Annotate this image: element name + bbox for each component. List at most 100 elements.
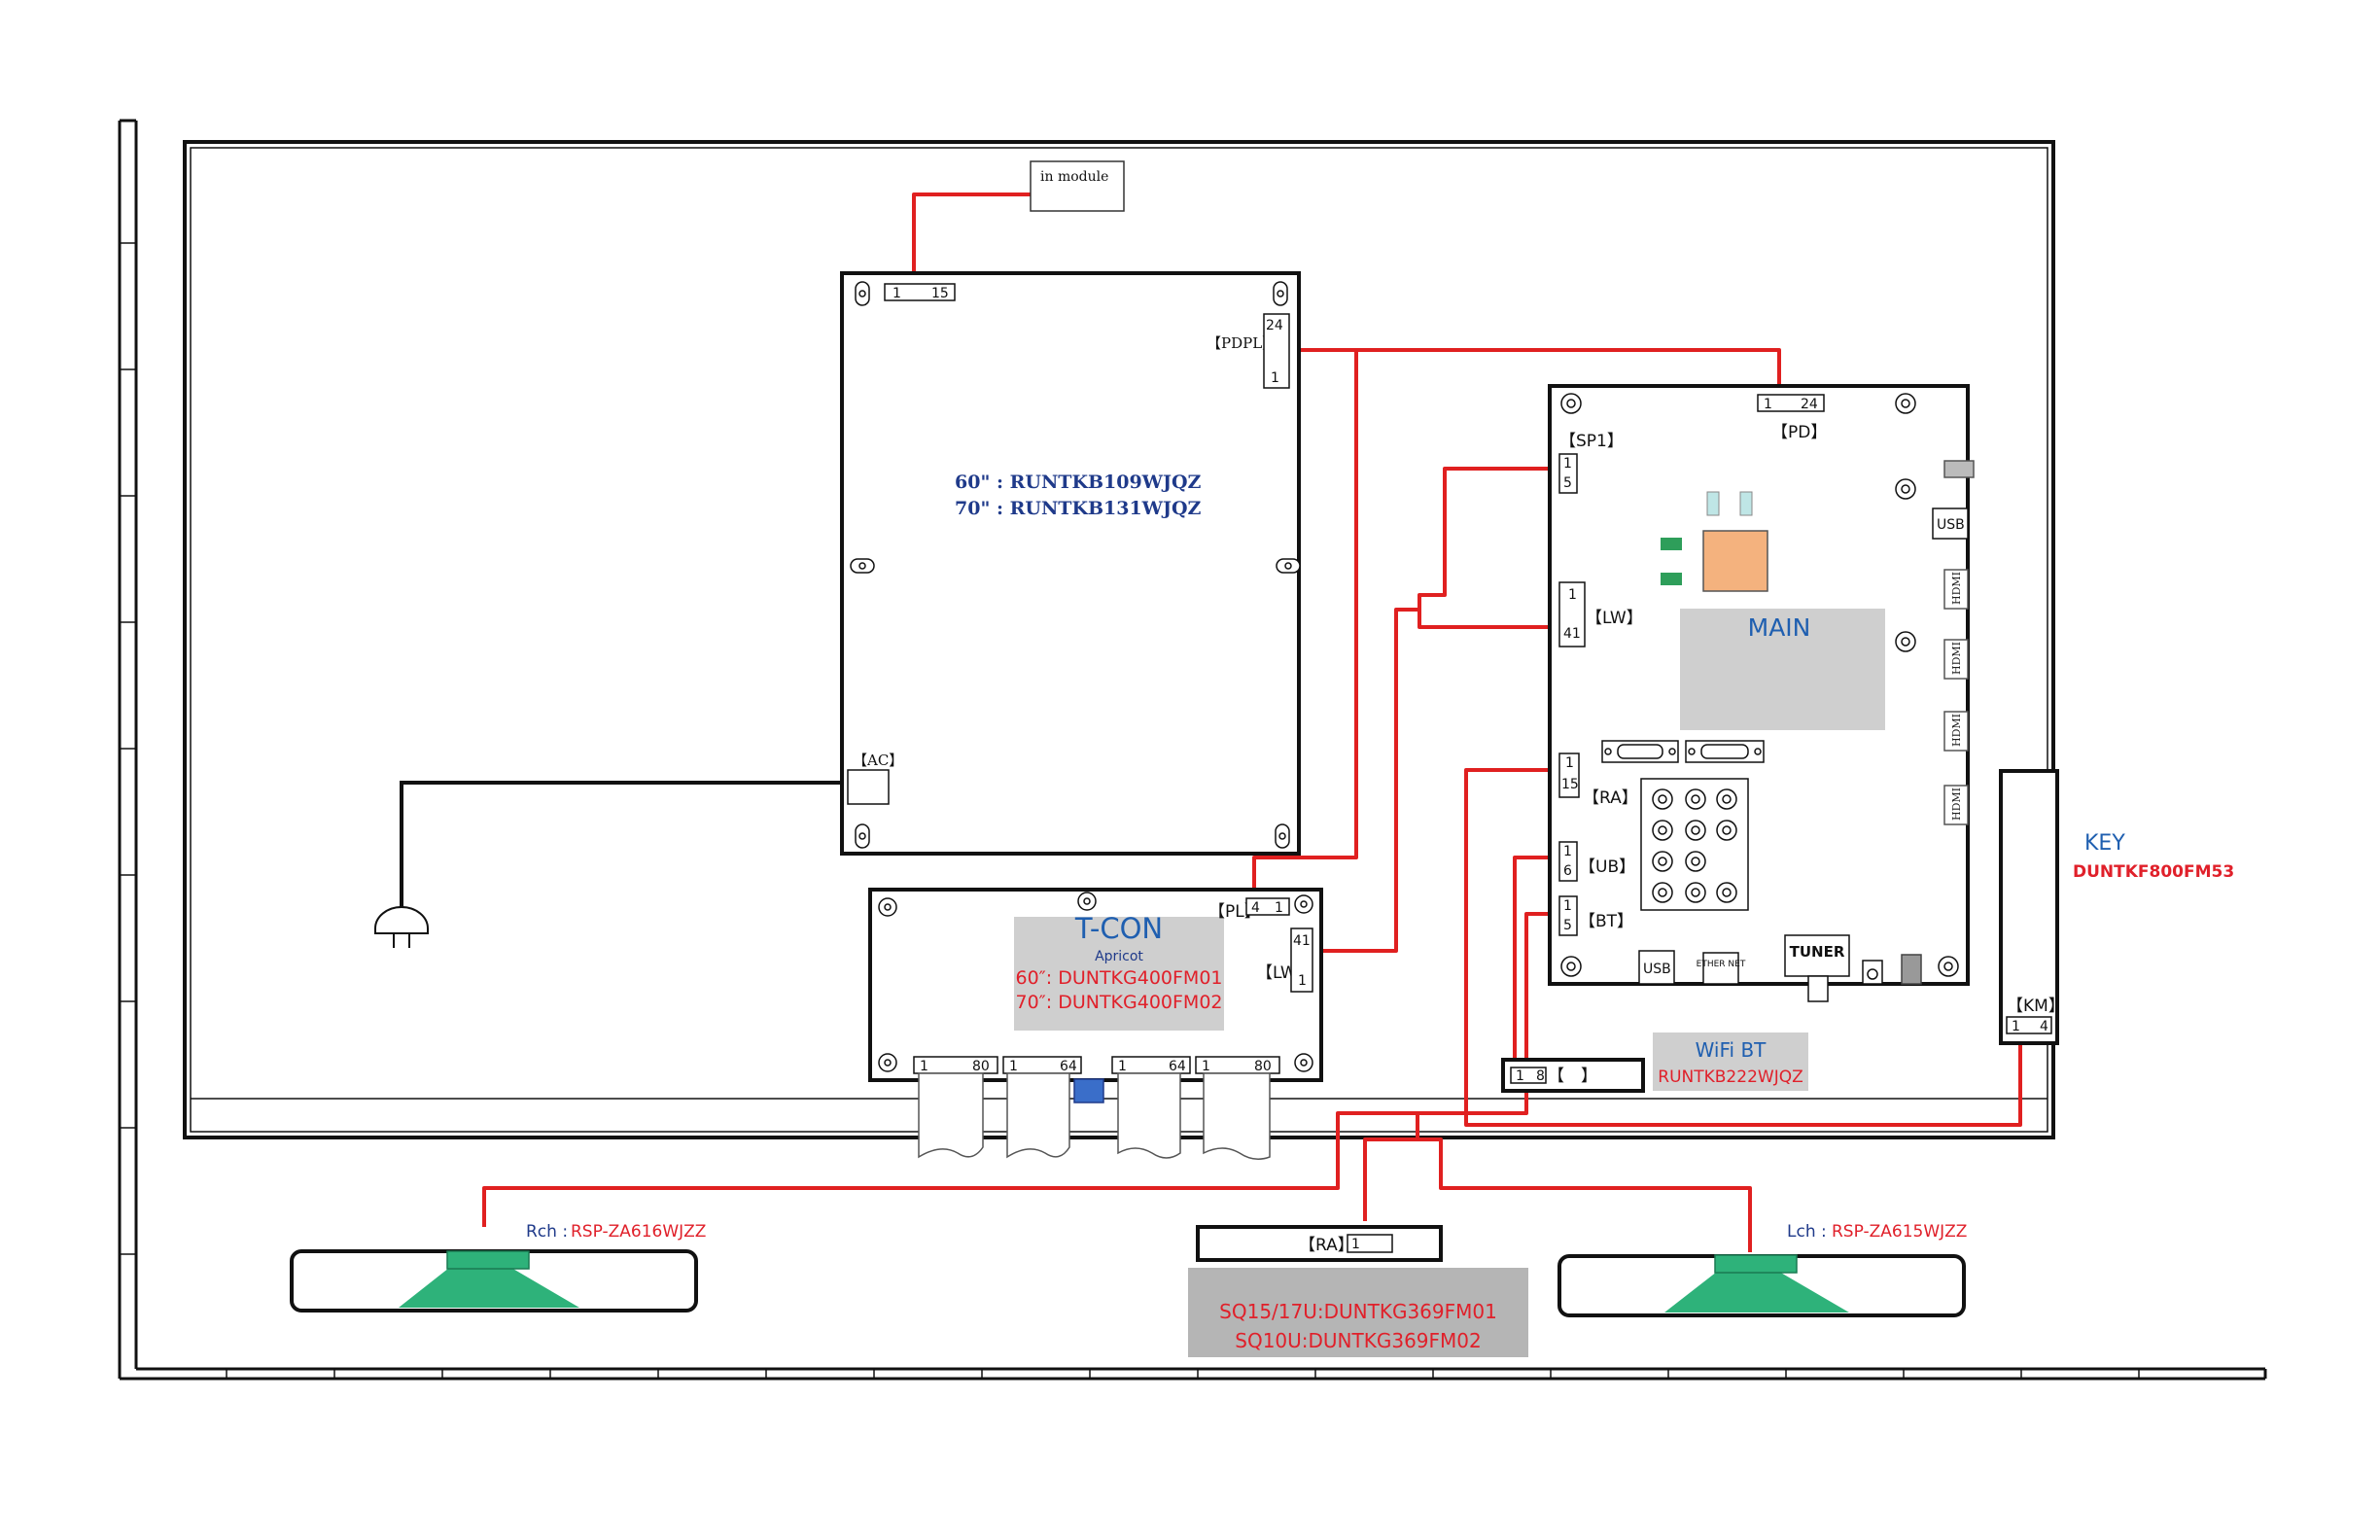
wire-in-module [912,192,1031,280]
lch-prefix: Lch : [1787,1222,1827,1242]
pin-number: 8 [1536,1068,1545,1084]
key-unit: 【KM】 1 4 KEY DUNTKF800FM53 [1999,769,2234,1045]
pin-number: 41 [1293,933,1311,949]
pin-number: 41 [1563,626,1581,642]
wire-sp1 [1418,467,1550,629]
power-part-60: 60" : RUNTKB109WJQZ [955,472,1202,493]
pin-number: 64 [1169,1059,1186,1074]
cn-tcon-pl [1245,897,1290,916]
wifi-bt-module: 1 8 【 】 WiFi BT RUNTKB222WJQZ [1501,1032,1808,1093]
cn-main-lw [1558,581,1586,648]
power-part-70: 70" : RUNTKB131WJQZ [955,498,1202,519]
cn-wifi [1510,1067,1547,1084]
ethernet-label: ETHER NET [1697,960,1746,969]
main-title: MAIN [1748,613,1811,642]
chip-3 [1661,538,1682,550]
sp1-label: 【SP1】 [1559,432,1624,451]
lch-part: RSP-ZA615WJZZ [1832,1222,1967,1242]
cn-pdpl [1263,313,1290,389]
pin-number: 1 [1568,587,1577,603]
hdmi-label-1: HDMI [1950,572,1963,605]
dsub-connectors [1601,740,1765,763]
main-screw-holes [1560,393,1959,977]
pin-number: 24 [1266,318,1283,333]
av-jacks [1652,788,1737,903]
hdmi-label-2: HDMI [1950,642,1963,675]
cn-main-bt [1558,895,1578,936]
power-board-screw-holes [850,281,1301,849]
tuner-socket [1807,975,1829,1002]
cn-main-pd [1757,394,1825,412]
tcon-subtitle: Apricot [1095,949,1143,964]
wire-to-ra-board [1363,1113,1419,1221]
pin-number: 4 [1251,900,1260,916]
pin-number: 6 [1563,863,1572,879]
hdmi-label-3: HDMI [1950,714,1963,747]
usb-port-bottom [1638,950,1675,985]
pin-number: 1 [1351,1237,1360,1252]
tcon-part-70: 70″: DUNTKG400FM02 [1015,992,1222,1013]
key-title: KEY [2084,831,2125,856]
main-label-box [1680,609,1885,730]
pin-number: 5 [1563,475,1572,491]
red-wires [482,192,2022,1252]
main-ra-label: 【RA】 [1583,788,1638,808]
main-board: 1 24 【PD】 【SP1】 1 5 1 41 【LW】 1 15 【RA】 … [1548,384,1975,1002]
cn-main-ub [1558,841,1578,882]
tuner-label: TUNER [1790,943,1845,961]
pin-number: 1 [1565,755,1574,771]
ra-part-line2: SQ10U:DUNTKG369FM02 [1235,1329,1481,1352]
hdmi-label-4: HDMI [1950,788,1963,821]
ethernet-port [1702,952,1739,985]
lch-speaker: Lch : RSP-ZA615WJZZ [1558,1222,1967,1317]
pin-number: 1 [1202,1059,1210,1074]
wifi-conn-label: 【 】 [1548,1067,1597,1086]
cn-km [2006,1016,2052,1034]
ac-plug-icon [374,906,429,948]
pin-number: 1 [1271,370,1279,386]
ra-board-label: 【RA】 [1299,1236,1354,1255]
pd-label: 【PD】 [1771,423,1827,442]
tcon-part-60: 60″: DUNTKG400FM01 [1015,967,1222,989]
wire-ub-wifi [1513,856,1550,1060]
pin-number: 80 [1254,1059,1272,1074]
ra-part-line1: SQ15/17U:DUNTKG369FM01 [1219,1300,1497,1323]
cn-main-sp1 [1558,453,1578,494]
pin-number: 1 [2012,1019,2020,1034]
pin-number: 1 [1009,1059,1018,1074]
cn-tcon-lw [1290,928,1313,993]
pdpl-label: 【PDPL】 [1207,334,1277,352]
pin-number: 15 [1561,777,1579,792]
pin-number: 1 [1764,397,1772,412]
pin-number: 1 [892,286,901,301]
tcon-board: T-CON Apricot 60″: DUNTKG400FM01 70″: DU… [868,888,1323,1082]
hdmi-ports [1943,569,1969,825]
wifi-part: RUNTKB222WJQZ [1658,1068,1802,1087]
in-module-box: in module [1030,160,1125,212]
chip-4 [1661,573,1682,585]
pin-number: 4 [2040,1019,2048,1034]
pin-number: 64 [1060,1059,1077,1074]
tuner-block [1784,934,1850,977]
usb-right-label: USB [1937,517,1965,533]
page-frame [118,119,2267,1381]
wire-pdpl-pl [1252,350,1358,890]
pin-number: 24 [1801,397,1818,412]
chip-1 [1706,491,1720,516]
bt-label: 【BT】 [1579,912,1633,931]
pin-number: 1 [1563,456,1572,472]
wire-to-lch [1418,1138,1752,1252]
ra-board: 【RA】 1 SQ15/17U:DUNTKG369FM01 SQ10U:DUNT… [1188,1225,1528,1357]
pin-number: 1 [920,1059,928,1074]
headphone-jack [1901,954,1922,985]
tcon-screw-holes [878,892,1313,1072]
wire-ra [1464,768,2022,1127]
rch-speaker: Rch : RSP-ZA616WJZZ [290,1222,706,1312]
wire-tcon-lw [1303,608,1419,953]
pin-number: 1 [1563,844,1572,859]
wire-pdpl-pd [1283,348,1781,392]
ub-label: 【UB】 [1579,858,1635,877]
ruler-ticks [120,242,2140,1379]
pin-number: 1 [1516,1068,1524,1084]
